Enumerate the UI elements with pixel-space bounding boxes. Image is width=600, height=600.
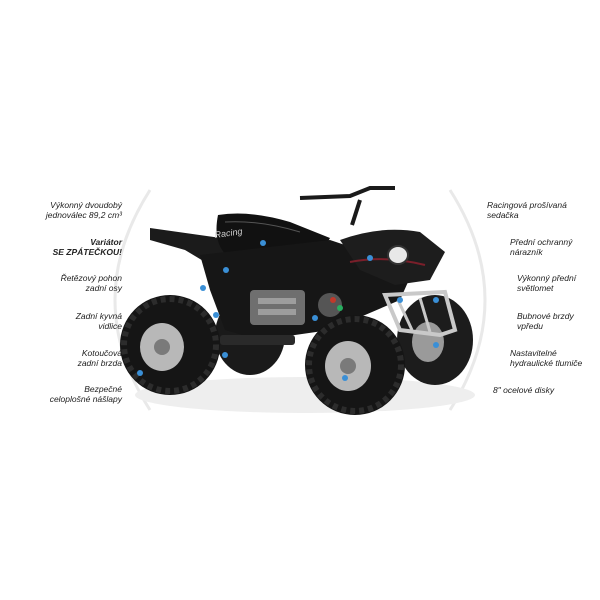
feature-drum-brakes: Bubnové brzdy vpředu [517,311,574,331]
feature-engine: Výkonný dvoudobý jednoválec 89,2 cm³ [45,200,122,220]
feature-variator: Variátor SE ZPÁTEČKOU! [52,237,122,257]
feature-steel-rims: 8" ocelové disky [493,385,555,395]
left-arc [113,189,152,411]
handlebar [299,186,395,200]
front-bumper [382,289,458,338]
feature-rear-disc-brake: Kotoučová zadní brzda [77,348,122,368]
engine-block [250,290,305,325]
seat-stitch [224,221,301,233]
footrest [220,335,295,345]
callout-dots [137,240,439,381]
right-arc [448,189,487,411]
headlight [387,245,409,265]
feature-shocks: Nastavitelné hydraulické tlumiče [510,348,583,368]
feature-chain-drive: Řetězový pohon zadní osy [60,273,122,293]
feature-seat: Racingová prošívaná sedačka [487,200,567,220]
feature-footrests: Bezpečné celoplošné nášlapy [49,384,122,404]
accent-stripe [349,258,426,266]
feature-headlight: Výkonný přední světlomet [517,273,577,293]
seat-logo: Racing [214,226,243,240]
feature-swingarm: Zadní kyvná vidlice [75,311,122,331]
feature-front-bumper: Přední ochranný nárazník [510,237,573,257]
